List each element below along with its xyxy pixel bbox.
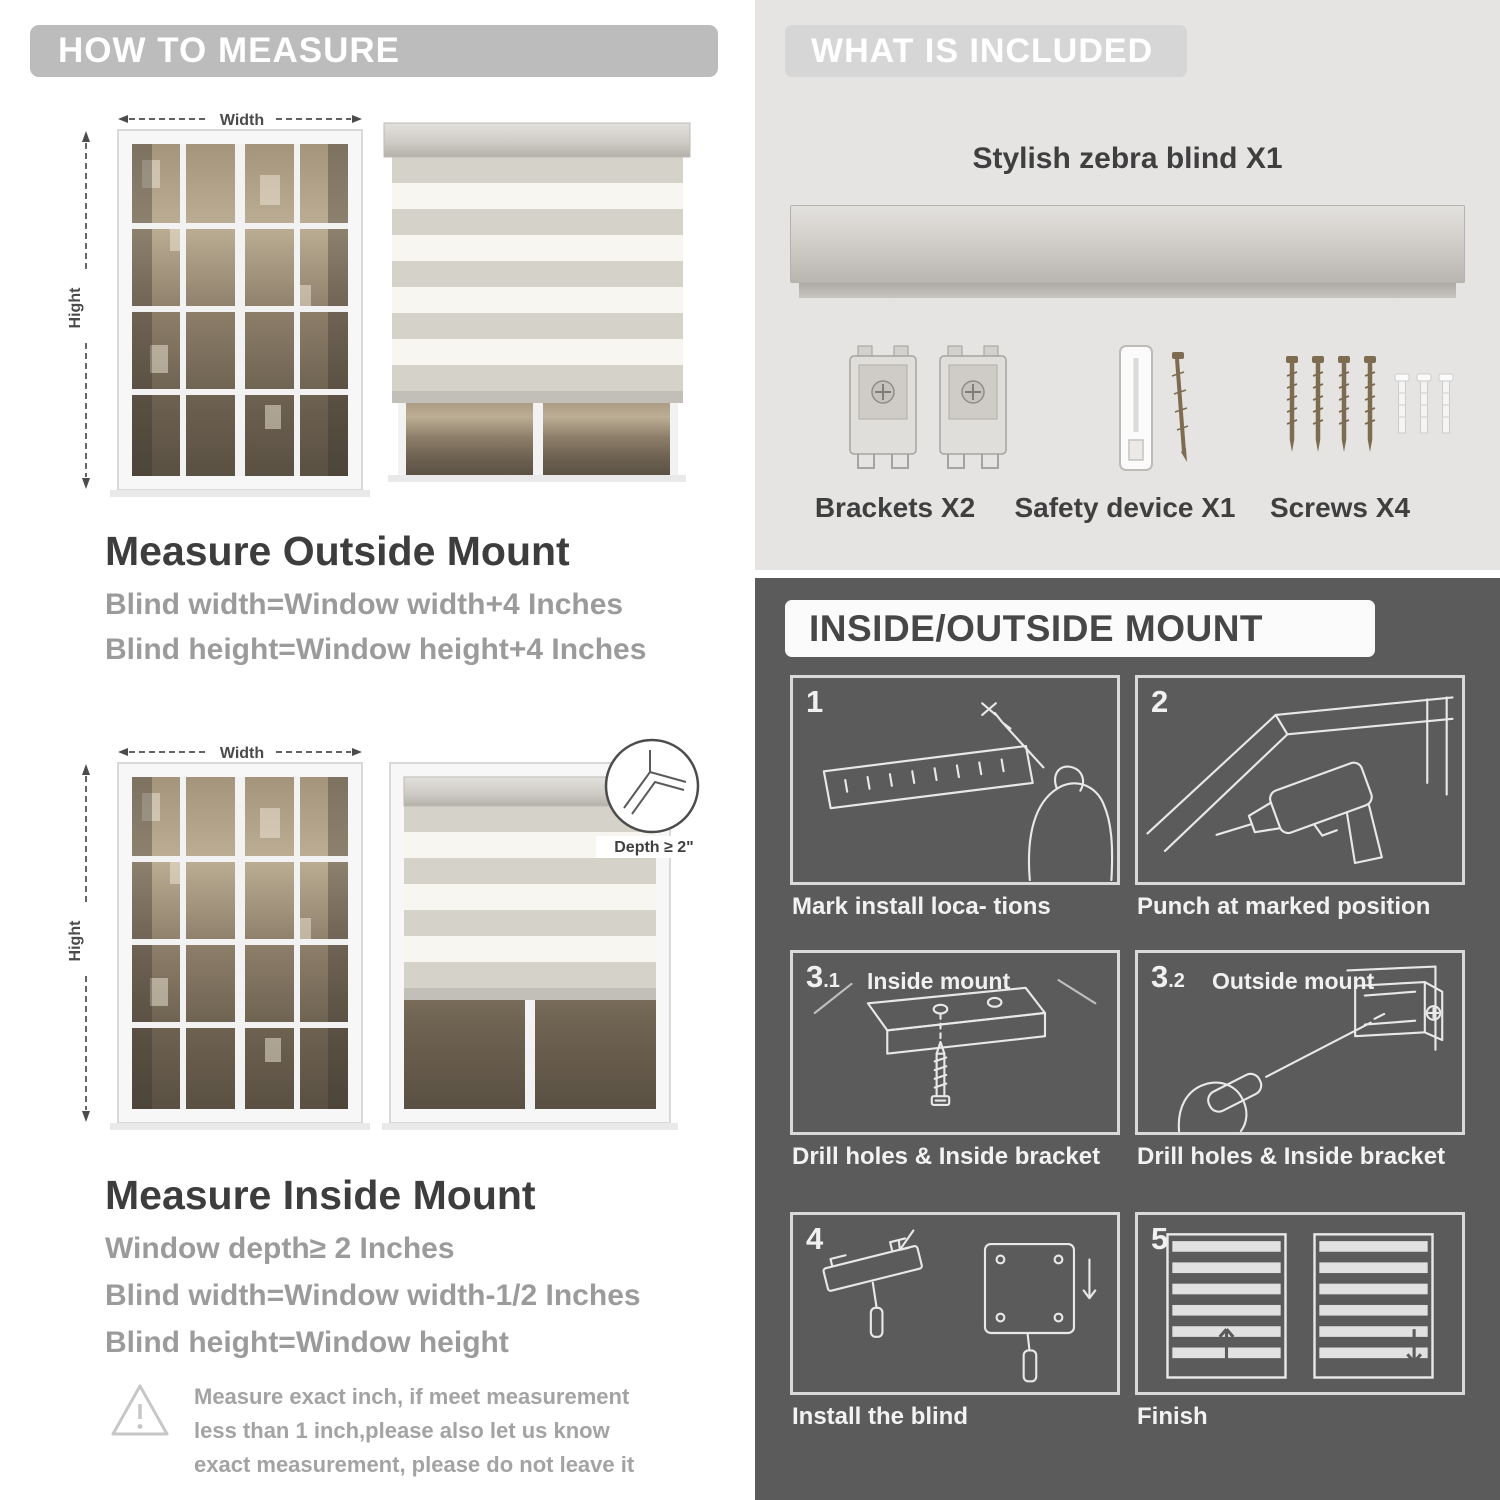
step-4-caption: Install the blind (792, 1403, 969, 1430)
safety-device-icon (1119, 345, 1189, 471)
step-5-caption: Finish (1137, 1403, 1208, 1430)
step-1: 1 (790, 675, 1120, 885)
outside-mount-title: Measure Outside Mount (105, 528, 570, 574)
blind-product-label: Stylish zebra blind X1 (972, 142, 1283, 175)
screws-icon (1286, 356, 1376, 452)
mark-locations-illustration (822, 702, 1114, 882)
outside-formula-height: Blind height=Window height+4 Inches (105, 633, 647, 666)
included-components (849, 345, 1454, 471)
screw-icon (1171, 352, 1189, 462)
step-3-1: 3.1 Inside mount (790, 950, 1120, 1135)
step-3-2-badge: Outside mount (1212, 968, 1375, 994)
outside-bracket-illustration (1177, 965, 1444, 1132)
anchors-icon (1394, 373, 1454, 434)
inside-formula-height: Blind height=Window height (105, 1326, 509, 1359)
depth-callout: Depth ≥ 2" (596, 738, 712, 858)
width-dimension: Width (118, 745, 362, 762)
depth-label: Depth ≥ 2" (614, 839, 693, 856)
window-illustration (110, 762, 370, 1130)
inside-outside-mount-panel: INSIDE/OUTSIDE MOUNT 1 Mark install loca… (755, 578, 1500, 1500)
install-blind-illustration (822, 1229, 1097, 1383)
finish-illustration (1166, 1233, 1434, 1379)
warning-icon (111, 1384, 169, 1436)
inside-formula-width: Blind width=Window width-1/2 Inches (105, 1279, 641, 1312)
what-is-included-panel: WHAT IS INCLUDED Stylish zebra blind X1 (755, 0, 1500, 570)
height-dimension: Hight (67, 131, 90, 489)
width-label: Width (220, 112, 264, 129)
window-illustration (110, 129, 370, 497)
zebra-blind-illustration (383, 122, 691, 482)
height-label: Hight (67, 920, 84, 962)
step-3-1-caption: Drill holes & Inside bracket (792, 1143, 1101, 1170)
step-3-2: 3.2 Outside mount (1135, 950, 1465, 1135)
inside-mount-title: Measure Inside Mount (105, 1172, 536, 1218)
width-dimension: Width (118, 112, 362, 129)
outside-formula-width: Blind width=Window width+4 Inches (105, 588, 624, 621)
height-dimension: Hight (67, 764, 90, 1122)
zebra-blind-product-image (790, 205, 1465, 298)
step-2: 2 (1135, 675, 1465, 885)
step-4: 4 (790, 1212, 1120, 1395)
drill-position-illustration (1146, 696, 1454, 865)
step-5: 5 (1135, 1212, 1465, 1395)
mount-section-header: INSIDE/OUTSIDE MOUNT (785, 600, 1375, 657)
width-label: Width (220, 745, 264, 762)
screws-label: Screws X4 (1269, 492, 1411, 523)
height-label: Hight (67, 287, 84, 329)
mount-section-title: INSIDE/OUTSIDE MOUNT (809, 607, 1264, 649)
safety-device-label: Safety device X1 (1014, 492, 1236, 523)
what-is-included-title: WHAT IS INCLUDED (811, 31, 1154, 70)
zebra-stripes (392, 157, 683, 391)
bracket-icon (849, 345, 917, 469)
outside-mount-diagram: Width Hight (67, 112, 691, 497)
measurement-warning: Measure exact inch, if meet measurement … (108, 1380, 688, 1482)
warning-text: Measure exact inch, if meet measurement … (194, 1384, 635, 1478)
how-to-measure-title: HOW TO MEASURE (58, 31, 400, 70)
how-to-measure-header: HOW TO MEASURE (30, 25, 718, 77)
step-2-caption: Punch at marked position (1137, 893, 1431, 920)
inside-mount-diagram: Width Hight (67, 738, 712, 1130)
bracket-icon (939, 345, 1007, 469)
inside-line-depth: Window depth≥ 2 Inches (105, 1232, 455, 1265)
step-1-caption: Mark install loca- tions (792, 893, 1051, 920)
inside-bracket-illustration (813, 979, 1097, 1106)
step-3-2-caption: Drill holes & Inside bracket (1137, 1143, 1446, 1170)
step-3-1-badge: Inside mount (867, 968, 1011, 994)
what-is-included-header: WHAT IS INCLUDED (785, 25, 1187, 77)
brackets-label: Brackets X2 (814, 492, 976, 523)
